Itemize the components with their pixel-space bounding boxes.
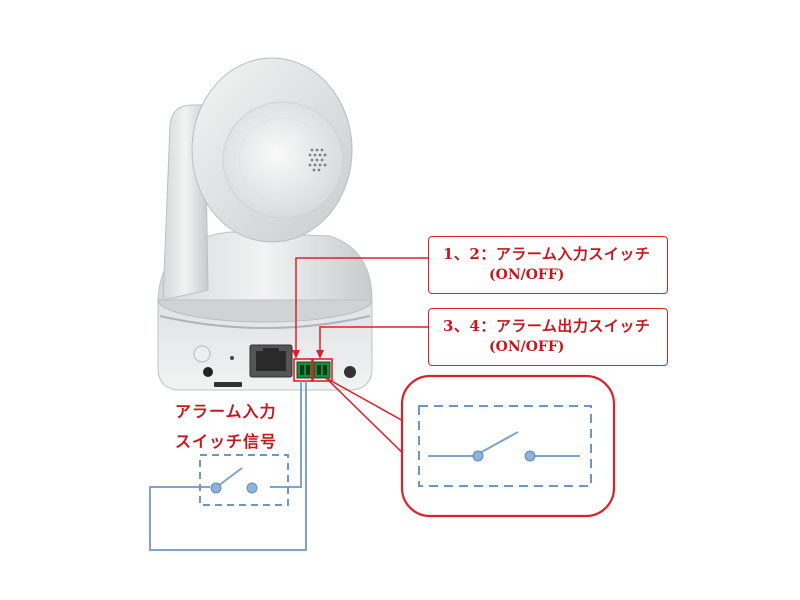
alarm-output-callout: 3、4：アラーム出力スイッチ (ON/OFF) xyxy=(428,308,668,366)
power-led xyxy=(230,356,234,360)
terminal-highlight-boxes xyxy=(293,358,333,382)
input-leader-line xyxy=(295,257,428,355)
output-switch-bubble xyxy=(400,374,616,518)
input-signal-label-line1: アラーム入力 xyxy=(175,402,277,421)
alarm-input-state: (ON/OFF) xyxy=(489,267,565,283)
ptz-camera-icon xyxy=(157,57,373,391)
speaker-grille xyxy=(308,148,327,172)
sd-card-slot xyxy=(214,382,242,387)
input-switch-box xyxy=(199,454,289,506)
switch-symbol-icon xyxy=(428,431,580,457)
antenna-port xyxy=(344,366,356,378)
output-switch-box xyxy=(418,405,592,487)
terminal-block-output xyxy=(313,361,331,379)
output-leader-line xyxy=(319,326,428,355)
input-signal-label-line2: スイッチ信号 xyxy=(175,432,278,451)
camera-face xyxy=(222,101,344,219)
reset-button xyxy=(193,345,211,363)
alarm-input-callout: 1、2：アラーム入力スイッチ (ON/OFF) xyxy=(428,236,668,294)
input-switch-symbol-icon xyxy=(217,467,243,487)
dc-jack xyxy=(203,367,213,377)
terminal-block-icon xyxy=(296,361,314,379)
alarm-input-title: 1、2：アラーム入力スイッチ xyxy=(443,245,651,263)
input-wiring xyxy=(149,381,307,551)
alarm-output-state: (ON/OFF) xyxy=(489,339,565,355)
alarm-output-title: 3、4：アラーム出力スイッチ xyxy=(443,317,651,335)
